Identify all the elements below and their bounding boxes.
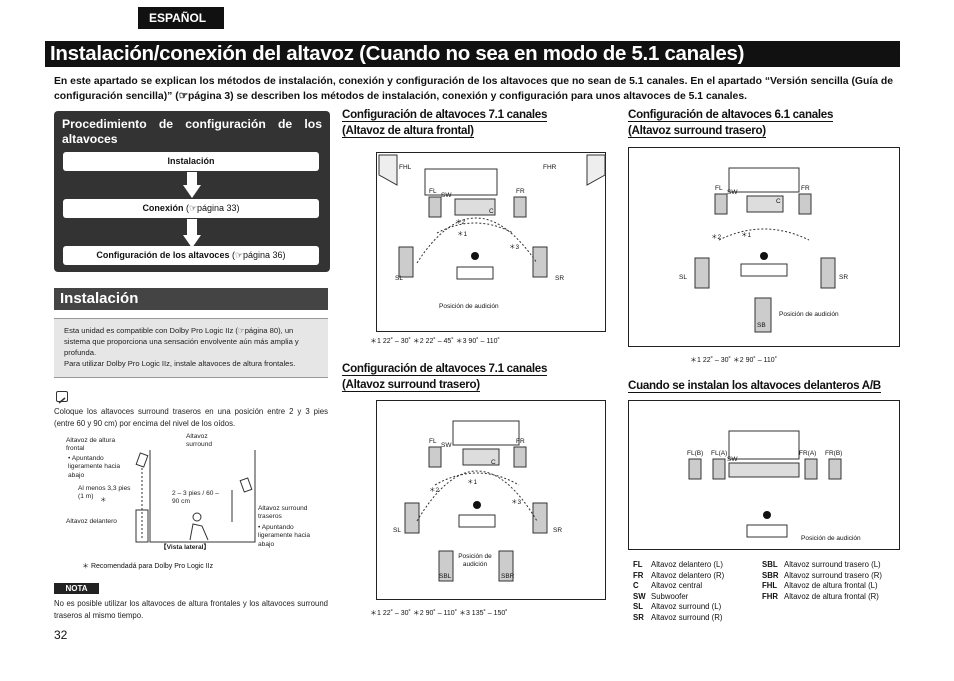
- page-title: Instalación/conexión del altavoz (Cuando…: [45, 41, 900, 67]
- nota-label: NOTA: [54, 583, 99, 594]
- procedure-title: Procedimiento de configuración de los al…: [62, 117, 322, 146]
- fn-71-rear: ＊1 22˚ – 30˚ ＊2 90˚ – 110˚ ＊3 135˚ – 150…: [370, 610, 508, 617]
- pencil-icon: [56, 391, 68, 404]
- arrow-down-icon: [183, 185, 201, 198]
- fn-71-height: ＊1 22˚ – 30˚ ＊2 22˚ – 45˚ ＊3 90˚ – 110˚: [370, 338, 500, 345]
- nota-text: No es posible utilizar los altavoces de …: [54, 599, 328, 620]
- recommended-note: ＊ Recomendadá para Dolby Pro Logic IIz: [82, 563, 214, 570]
- arrow-down-icon: [183, 235, 201, 248]
- step-connection: Conexión (☞página 33): [63, 199, 319, 218]
- page-number: 32: [54, 628, 68, 642]
- step-installation: Instalación: [63, 152, 319, 171]
- procedure-box: Procedimiento de configuración de los al…: [54, 111, 330, 272]
- diagram-61: FL SW FR C ＊1 ＊2 SL SR SB Posición de au…: [628, 147, 900, 347]
- diagram-ab: FL(B) FL(A) SW FR(A) FR(B) Posición de a…: [628, 400, 900, 550]
- diagram-71-height: FHL FHR FL SW FR C ＊1 ＊2 ＊3 SL SR Posici…: [376, 152, 606, 332]
- arrow-down-icon: [187, 172, 197, 186]
- compat-note: Esta unidad es compatible con Dolby Pro …: [54, 318, 328, 378]
- sec-61-title: Configuración de altavoces 6.1 canales(A…: [628, 108, 834, 138]
- language-tab: ESPAÑOL: [138, 7, 224, 29]
- side-view-diagram: Altavoz de altura frontal • Apuntando li…: [66, 433, 311, 551]
- step-speaker-setup: Configuración de los altavoces (☞página …: [63, 246, 319, 265]
- arrow-down-icon: [187, 219, 197, 237]
- sec-71-rear-title: Configuración de altavoces 7.1 canales(A…: [342, 362, 548, 392]
- intro-text: En este apartado se explican los métodos…: [54, 76, 894, 102]
- installation-heading: Instalación: [54, 288, 328, 310]
- fn-61: ＊1 22˚ – 30˚ ＊2 90˚ – 110˚: [690, 357, 778, 364]
- diagram-71-rear: FL SW FR C ＊1 ＊2 ＊3 SL SR Posición de au…: [376, 400, 606, 600]
- sec-71-height-title: Configuración de altavoces 7.1 canales(A…: [342, 108, 548, 138]
- tip-text: Coloque los altavoces surround traseros …: [54, 407, 328, 428]
- sec-ab-title: Cuando se instalan los altavoces delante…: [628, 379, 881, 393]
